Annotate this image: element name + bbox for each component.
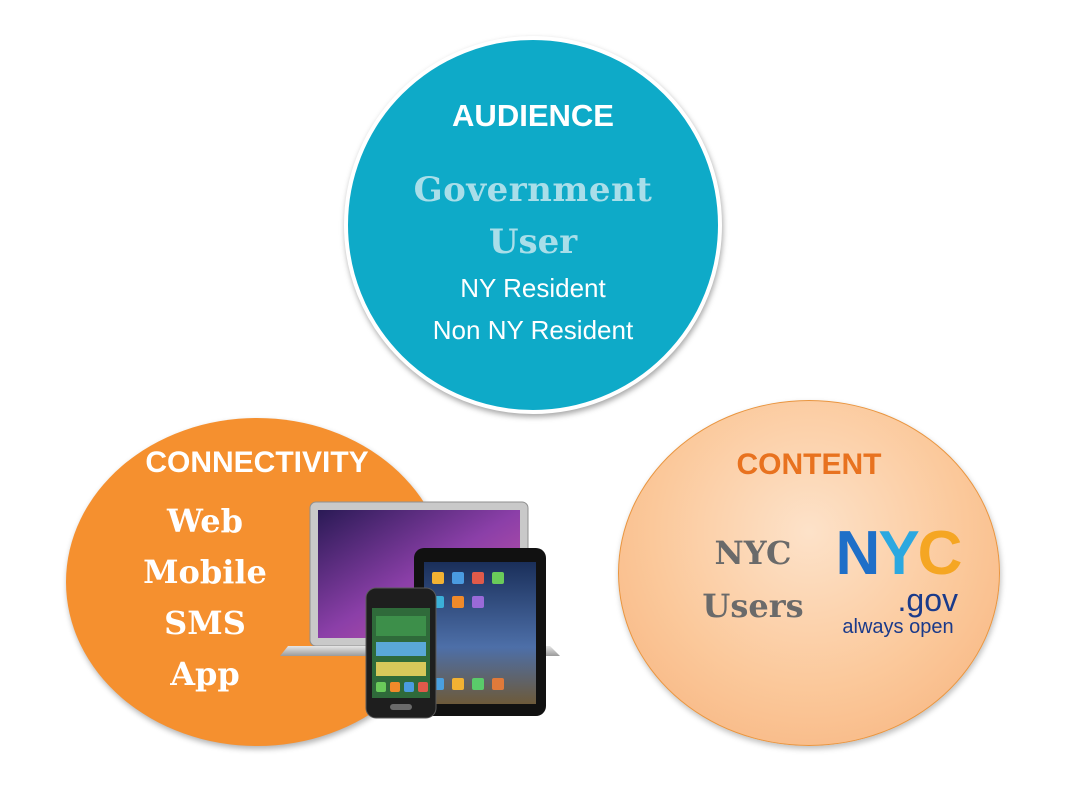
nyc-logo-wordmark: NYC xyxy=(835,519,963,588)
content-label-users: Users xyxy=(702,587,804,625)
connectivity-item-sms: SMS xyxy=(164,604,246,642)
devices-icon xyxy=(280,501,560,719)
content-title: CONTENT xyxy=(736,448,882,481)
audience-ny-resident: NY Resident xyxy=(460,273,606,303)
nyc-logo-domain: .gov xyxy=(897,582,958,618)
audience-primary-user: User xyxy=(488,222,578,262)
audience-circle xyxy=(344,36,722,414)
audience-title: AUDIENCE xyxy=(452,98,614,133)
connectivity-item-app: App xyxy=(170,655,240,693)
content-label-nyc: NYC xyxy=(714,534,792,572)
nyc-logo-tagline: always open xyxy=(842,616,954,638)
audience-primary-government: Government xyxy=(413,170,653,210)
connectivity-item-web: Web xyxy=(166,502,244,540)
content-circle xyxy=(618,400,1000,746)
connectivity-title: CONNECTIVITY xyxy=(145,446,369,479)
nyc-gov-logo: NYC .gov always open xyxy=(832,519,964,639)
connectivity-item-mobile: Mobile xyxy=(143,553,267,591)
audience-non-ny-resident: Non NY Resident xyxy=(432,315,634,345)
